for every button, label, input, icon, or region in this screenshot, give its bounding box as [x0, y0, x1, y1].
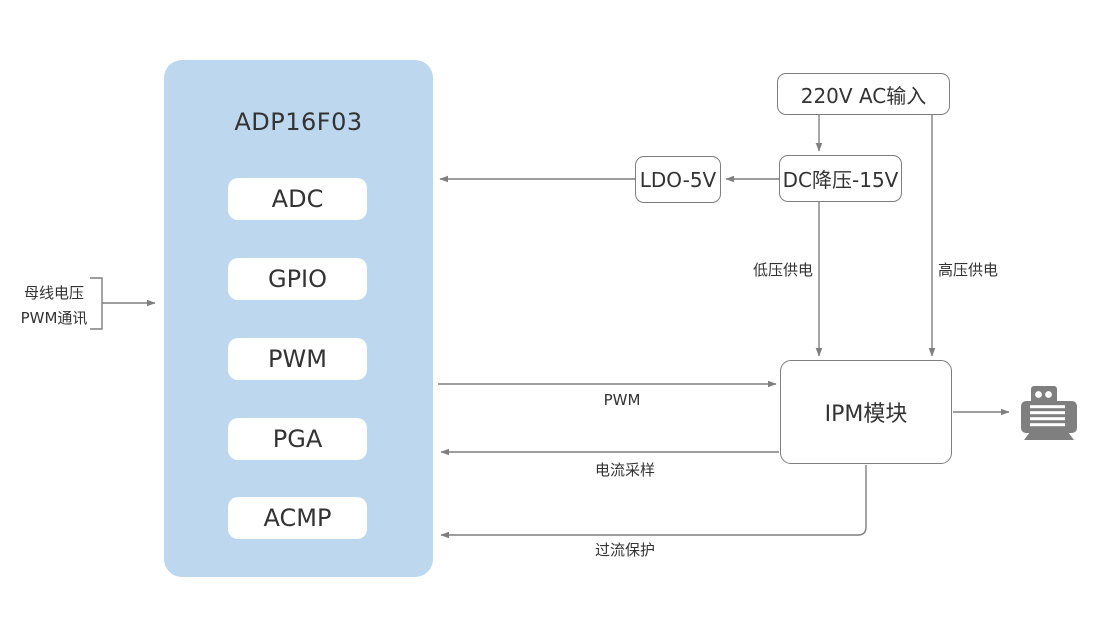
module-adc: ADC: [228, 178, 367, 220]
mcu-title: ADP16F03: [234, 108, 363, 136]
motor-icon: [1021, 386, 1077, 440]
high-voltage-supply-label: 高压供电: [938, 261, 999, 279]
pwm-edge-label: PWM: [603, 391, 641, 409]
ipm-box: IPM模块: [780, 360, 952, 464]
dc-buck-box: DC降压-15V: [779, 155, 902, 202]
pwm-comm-text: PWM通讯: [20, 309, 88, 327]
input-bracket: [90, 277, 103, 330]
module-acmp: ACMP: [228, 497, 367, 539]
ldo-box: LDO-5V: [635, 156, 721, 203]
bus-voltage-pwm-label: 母线电压 PWM通讯: [8, 281, 100, 331]
ac-input-box: 220V AC输入: [777, 73, 950, 115]
module-pga: PGA: [228, 418, 367, 460]
current-sampling-label: 电流采样: [594, 461, 656, 479]
module-gpio: GPIO: [228, 258, 367, 300]
edge-overcurrent-protection: [440, 465, 867, 539]
module-pwm: PWM: [228, 338, 367, 380]
low-voltage-supply-label: 低压供电: [752, 261, 813, 279]
bus-voltage-text: 母线电压: [23, 284, 84, 302]
mcu-block: ADP16F03 ADC GPIO PWM PGA ACMP: [164, 60, 433, 577]
overcurrent-protection-label: 过流保护: [594, 541, 656, 559]
